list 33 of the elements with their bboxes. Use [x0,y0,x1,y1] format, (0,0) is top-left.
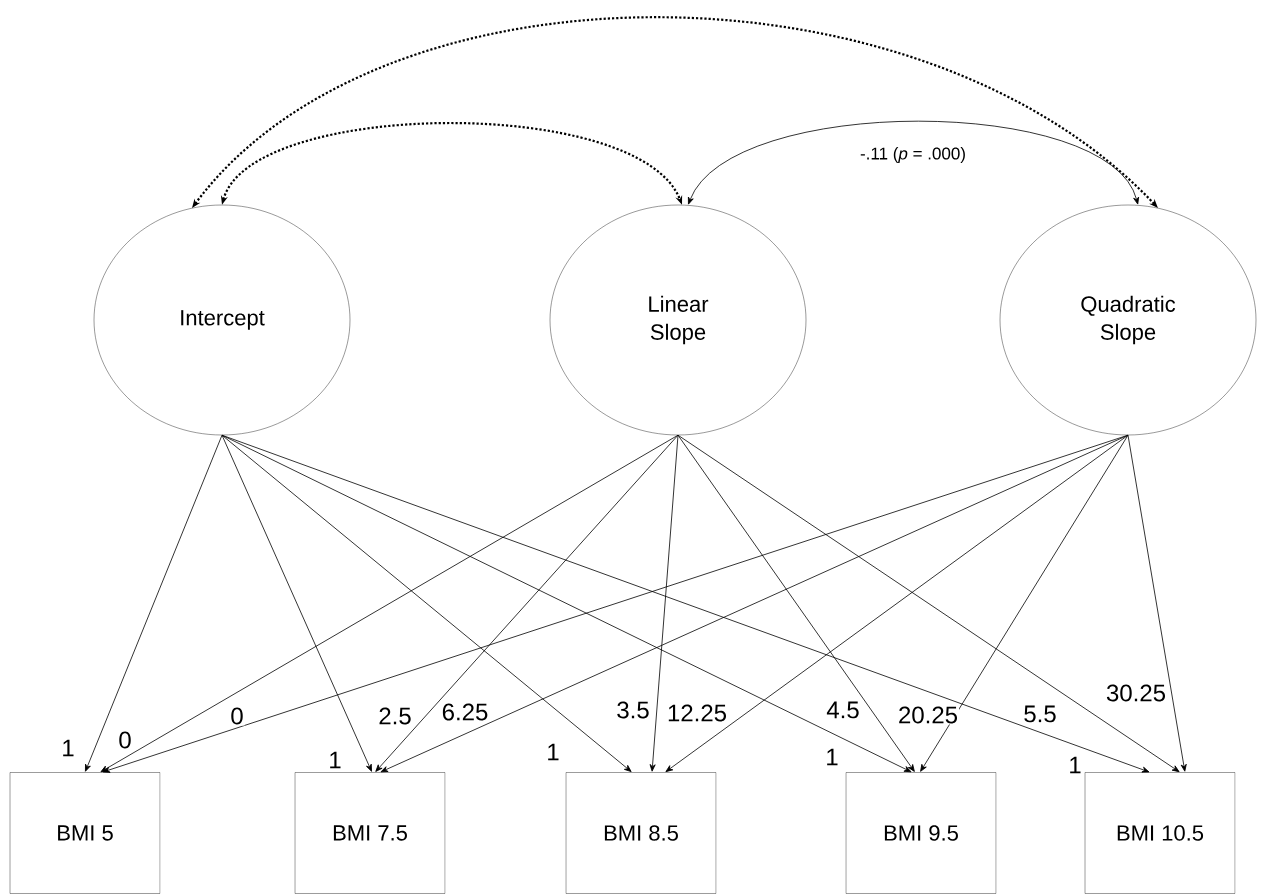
edge-label: 2.5 [377,706,413,726]
edge-label: 20.25 [897,705,960,725]
arrow [375,434,679,772]
edge-label: 1 [327,750,343,770]
observed-variable-box: BMI 7.5 [294,772,446,894]
arrow [1127,434,1187,772]
edge-label: 1 [60,738,76,758]
observed-variable-box: BMI 5 [9,772,161,894]
arrow [649,434,679,772]
edge-label: 1 [824,747,840,767]
edge-label: 4.5 [825,700,861,720]
edge-label: 12.25 [666,703,729,723]
edge-label: -.11 (p = .000) [859,146,967,164]
arrow [677,434,915,772]
edge-label: 0 [117,730,133,750]
edge-label: 3.5 [615,700,651,720]
arrow [100,434,679,773]
arrow [221,434,912,773]
arrow [85,434,223,772]
edge-label: 5.5 [1022,704,1058,724]
edge-label: 6.25 [440,702,490,722]
arrow [221,434,632,772]
covariance-arrow [688,120,1140,205]
edge-label: 0 [229,706,245,726]
arrow [920,434,1129,772]
edge-label: 1 [1067,755,1083,775]
observed-variable-box: BMI 8.5 [565,772,717,894]
observed-variable-box: BMI 9.5 [845,772,997,894]
edge-label: 30.25 [1104,683,1168,703]
covariance-arrow [192,16,1158,208]
observed-variable-box: BMI 10.5 [1084,772,1236,894]
edge-label: 1 [545,742,561,762]
arrow [221,434,372,772]
